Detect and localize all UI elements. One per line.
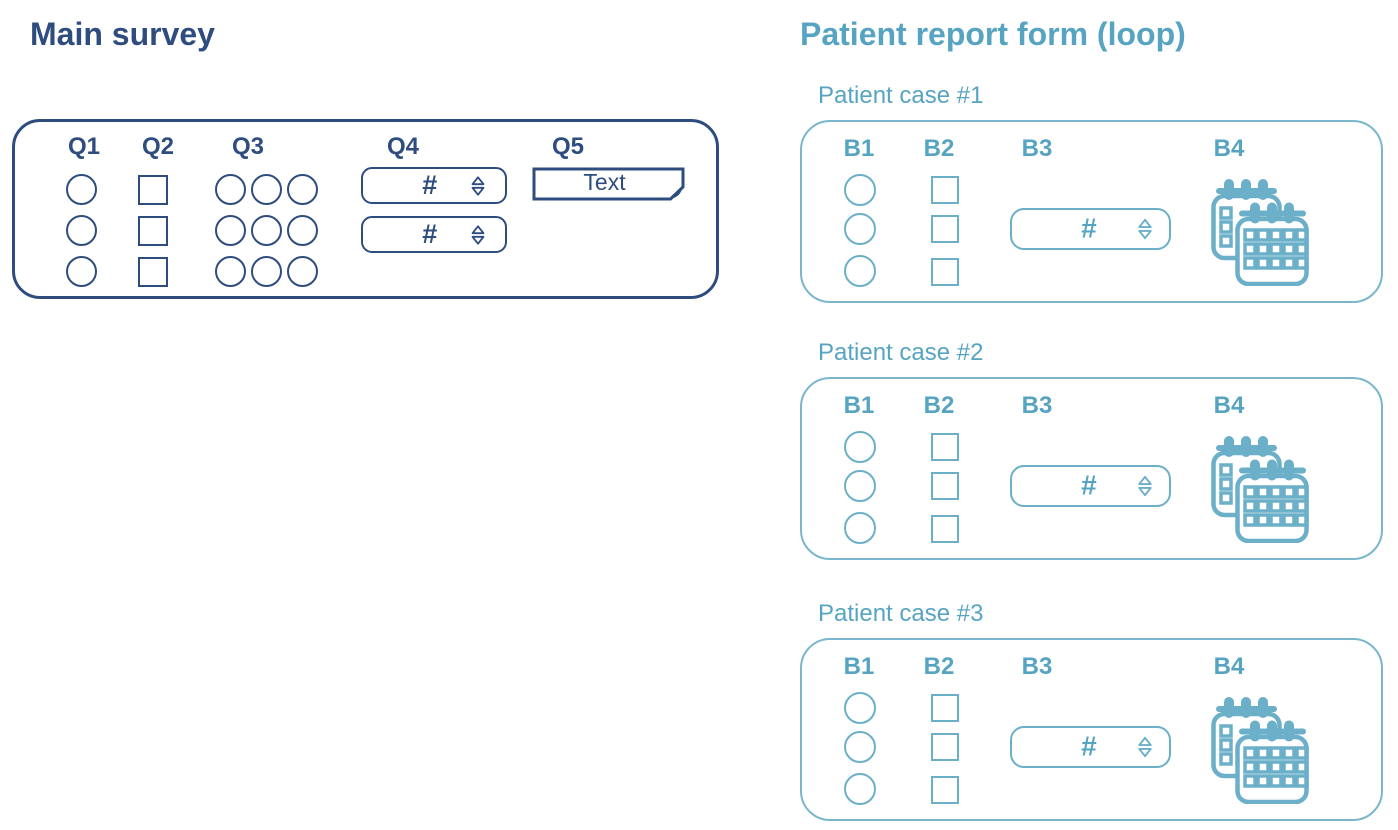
question-label-q5: Q5 <box>551 133 585 160</box>
number-input[interactable]: # <box>361 167 507 204</box>
radio-button[interactable] <box>251 174 282 205</box>
radio-button[interactable] <box>287 174 318 205</box>
radio-button[interactable] <box>66 256 97 287</box>
up-down-arrows-icon[interactable] <box>1137 475 1153 498</box>
block-label-b1: B1 <box>843 392 875 419</box>
radio-button[interactable] <box>287 215 318 246</box>
number-input[interactable]: # <box>1010 726 1171 768</box>
block-label-b2: B2 <box>923 392 955 419</box>
question-label-q1: Q1 <box>67 133 101 160</box>
radio-button[interactable] <box>844 692 876 724</box>
block-label-b3: B3 <box>1021 392 1053 419</box>
text-input-outline <box>532 167 685 201</box>
number-symbol: # <box>422 218 438 249</box>
block-label-b3: B3 <box>1021 653 1053 680</box>
checkbox[interactable] <box>931 733 959 761</box>
checkbox[interactable] <box>931 215 959 243</box>
text-input-value: Text <box>583 169 626 195</box>
question-label-q3: Q3 <box>231 133 265 160</box>
patient-case-panel: B1 B2 B3 B4 # <box>800 120 1383 303</box>
block-label-b1: B1 <box>843 135 875 162</box>
main-survey-panel: Q1 Q2 Q3 Q4 Q5 # # <box>12 119 719 299</box>
number-symbol: # <box>1081 469 1097 501</box>
calendar-icon[interactable] <box>1211 435 1311 543</box>
number-input[interactable]: # <box>1010 208 1171 250</box>
question-label-q4: Q4 <box>386 133 420 160</box>
up-down-arrows-icon[interactable] <box>1137 736 1153 759</box>
calendar-icon[interactable] <box>1211 696 1311 804</box>
number-input[interactable]: # <box>1010 465 1171 507</box>
text-input[interactable]: Text <box>532 167 685 201</box>
patient-case-panel: B1 B2 B3 B4 # <box>800 638 1383 821</box>
up-down-arrows-icon[interactable] <box>1137 218 1153 241</box>
patient-form-title: Patient report form (loop) <box>800 16 1186 52</box>
radio-button[interactable] <box>844 255 876 287</box>
up-down-arrows-icon[interactable] <box>471 224 486 246</box>
radio-button[interactable] <box>844 731 876 763</box>
checkbox[interactable] <box>138 175 168 205</box>
radio-button[interactable] <box>215 174 246 205</box>
radio-button[interactable] <box>844 512 876 544</box>
checkbox[interactable] <box>931 433 959 461</box>
checkbox[interactable] <box>931 258 959 286</box>
patient-case-label: Patient case #1 <box>818 82 984 109</box>
block-label-b4: B4 <box>1213 135 1245 162</box>
block-label-b1: B1 <box>843 653 875 680</box>
number-input[interactable]: # <box>361 216 507 253</box>
radio-button[interactable] <box>215 256 246 287</box>
number-symbol: # <box>422 169 438 200</box>
block-label-b4: B4 <box>1213 653 1245 680</box>
block-label-b2: B2 <box>923 135 955 162</box>
checkbox[interactable] <box>931 472 959 500</box>
radio-button[interactable] <box>844 470 876 502</box>
checkbox[interactable] <box>138 257 168 287</box>
radio-button[interactable] <box>251 215 282 246</box>
patient-case-label: Patient case #2 <box>818 339 984 366</box>
up-down-arrows-icon[interactable] <box>471 175 486 197</box>
question-label-q2: Q2 <box>141 133 175 160</box>
checkbox[interactable] <box>931 694 959 722</box>
radio-button[interactable] <box>844 773 876 805</box>
radio-button[interactable] <box>66 174 97 205</box>
checkbox[interactable] <box>138 216 168 246</box>
main-survey-title: Main survey <box>30 16 215 52</box>
radio-button[interactable] <box>287 256 318 287</box>
number-symbol: # <box>1081 730 1097 762</box>
radio-button[interactable] <box>251 256 282 287</box>
number-symbol: # <box>1081 212 1097 244</box>
checkbox[interactable] <box>931 515 959 543</box>
calendar-icon[interactable] <box>1211 178 1311 286</box>
radio-button[interactable] <box>844 174 876 206</box>
patient-case-label: Patient case #3 <box>818 600 984 627</box>
block-label-b3: B3 <box>1021 135 1053 162</box>
checkbox[interactable] <box>931 776 959 804</box>
block-label-b4: B4 <box>1213 392 1245 419</box>
radio-button[interactable] <box>844 213 876 245</box>
radio-button[interactable] <box>215 215 246 246</box>
patient-case-panel: B1 B2 B3 B4 # <box>800 377 1383 560</box>
radio-button[interactable] <box>66 215 97 246</box>
radio-button[interactable] <box>844 431 876 463</box>
block-label-b2: B2 <box>923 653 955 680</box>
checkbox[interactable] <box>931 176 959 204</box>
